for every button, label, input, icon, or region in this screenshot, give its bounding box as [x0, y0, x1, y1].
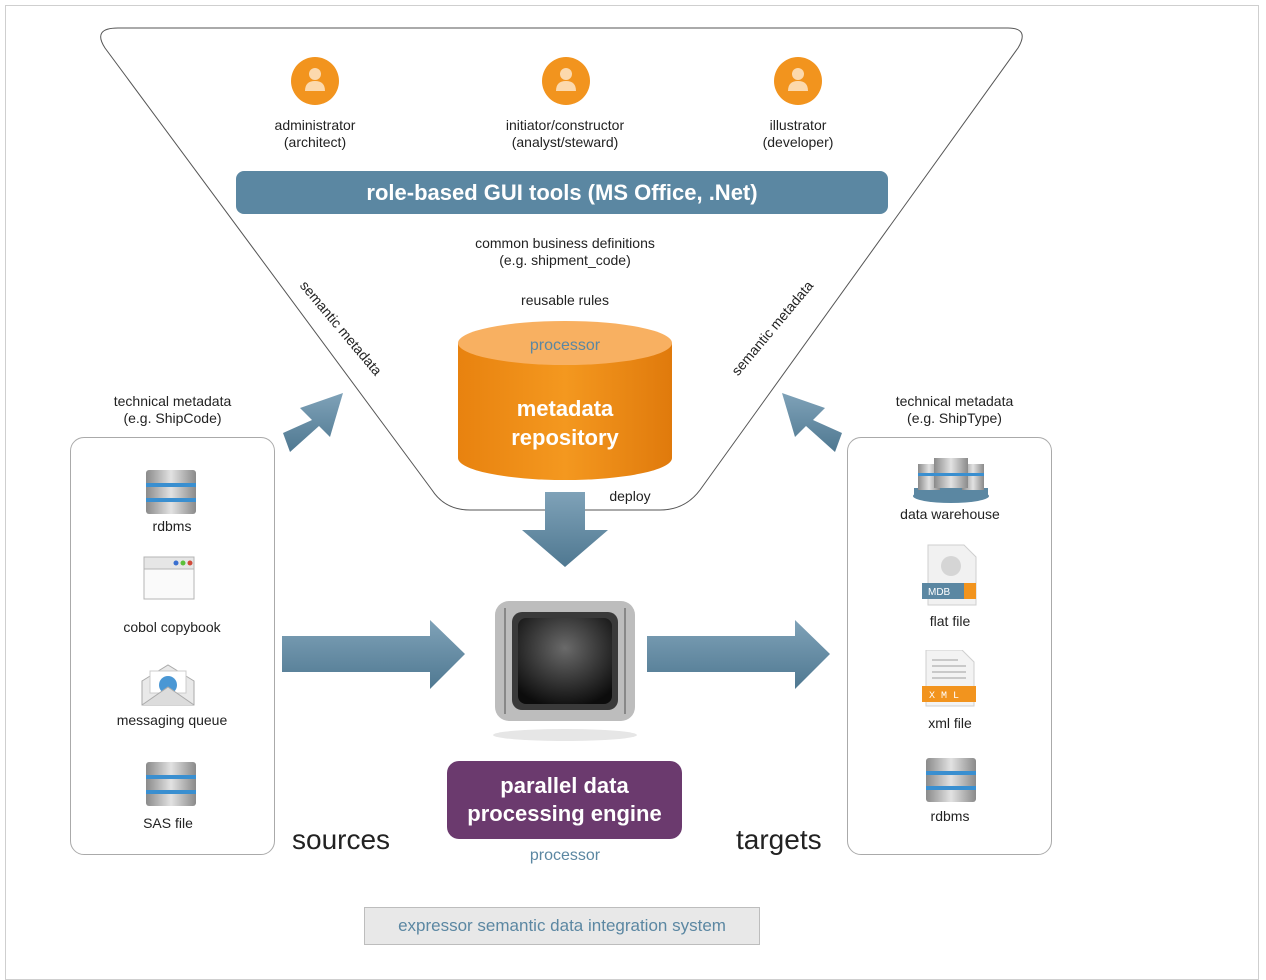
arrow-left-diagonal [283, 393, 343, 452]
technical-metadata-left: technical metadata(e.g. ShipCode) [113, 393, 232, 426]
funnel-outline [100, 27, 1023, 511]
role-administrator: administrator(architect) [274, 117, 356, 150]
arrow-deploy-down [522, 492, 608, 567]
repository-processor-label: processor [529, 337, 601, 354]
footer-caption: expressor semantic data integration syst… [364, 907, 760, 945]
role-initiator: initiator/constructor(analyst/steward) [505, 117, 625, 150]
business-definitions: common business definitions(e.g. shipmen… [475, 235, 655, 268]
flat-file-badge: MDB [928, 587, 951, 598]
cpu-chip [493, 601, 637, 741]
xml-file-badge: X M L [929, 691, 959, 702]
gui-tools-bar: role-based GUI tools (MS Office, .Net) [236, 171, 888, 214]
mail-icon [140, 663, 196, 712]
flat-file-icon: MDB [920, 543, 980, 612]
arrow-sources-to-engine [282, 620, 465, 689]
person-icon [542, 57, 590, 110]
source-item: messaging queue [116, 712, 228, 728]
database-icon [146, 762, 196, 811]
person-icon [774, 57, 822, 110]
data-warehouse-icon [912, 458, 990, 509]
window-icon [143, 556, 195, 605]
engine-processor-label: processor [529, 847, 601, 864]
target-item: flat file [929, 613, 971, 629]
target-item: rdbms [930, 808, 970, 824]
source-item: SAS file [143, 815, 193, 831]
target-item: data warehouse [900, 506, 1000, 522]
database-icon [146, 470, 196, 519]
technical-metadata-right: technical metadata(e.g. ShipType) [895, 393, 1014, 426]
source-item: rdbms [152, 518, 192, 534]
repository-cylinder [458, 321, 672, 480]
sources-title: sources [292, 824, 391, 855]
reusable-rules: reusable rules [521, 292, 609, 308]
target-item: xml file [928, 715, 972, 731]
arrow-right-diagonal [782, 393, 842, 452]
deploy-label: deploy [609, 488, 651, 504]
source-item: cobol copybook [123, 619, 221, 635]
person-icon [291, 57, 339, 110]
database-icon [926, 758, 976, 807]
xml-file-icon: X M L [922, 649, 982, 713]
role-illustrator: illustrator(developer) [762, 117, 834, 150]
targets-title: targets [736, 824, 822, 855]
arrow-engine-to-targets [647, 620, 830, 689]
